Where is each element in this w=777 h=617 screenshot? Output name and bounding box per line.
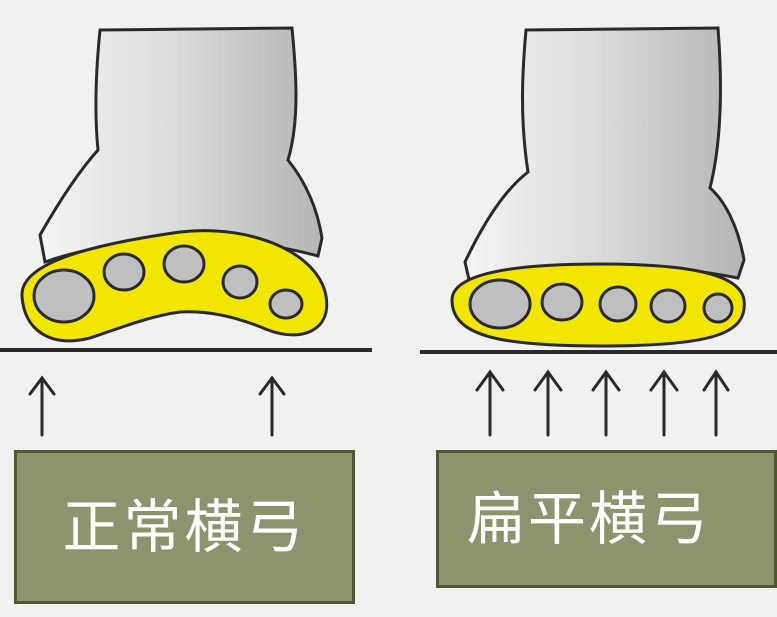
flat-arch-label: 扁平横弓 (436, 450, 777, 588)
up-arrow-icon (258, 375, 286, 437)
normal-bone-1 (32, 268, 96, 324)
flat-bone-5 (702, 292, 734, 324)
up-arrow-icon (649, 369, 679, 437)
normal-leg (38, 26, 324, 265)
normal-foot (0, 26, 372, 437)
up-arrow-icon (475, 369, 505, 437)
up-arrow-icon (702, 369, 730, 437)
up-arrow-icon (28, 375, 56, 437)
normal-bone-5 (268, 288, 304, 320)
up-arrow-icon (591, 369, 621, 437)
normal-bone-4 (221, 264, 259, 300)
flat-bone-3 (598, 285, 638, 323)
normal-bone-2 (102, 252, 146, 292)
flat-bone-4 (649, 288, 687, 324)
normal-bone-3 (162, 244, 206, 284)
flat-arch (450, 262, 746, 348)
normal-arch-label: 正常横弓 (14, 450, 355, 604)
flat-foot (420, 26, 777, 437)
flat-bone-1 (468, 278, 532, 330)
flat-bone-2 (540, 282, 584, 322)
normal-arch (20, 229, 329, 343)
flat-leg (463, 26, 746, 286)
up-arrow-icon (533, 369, 563, 437)
